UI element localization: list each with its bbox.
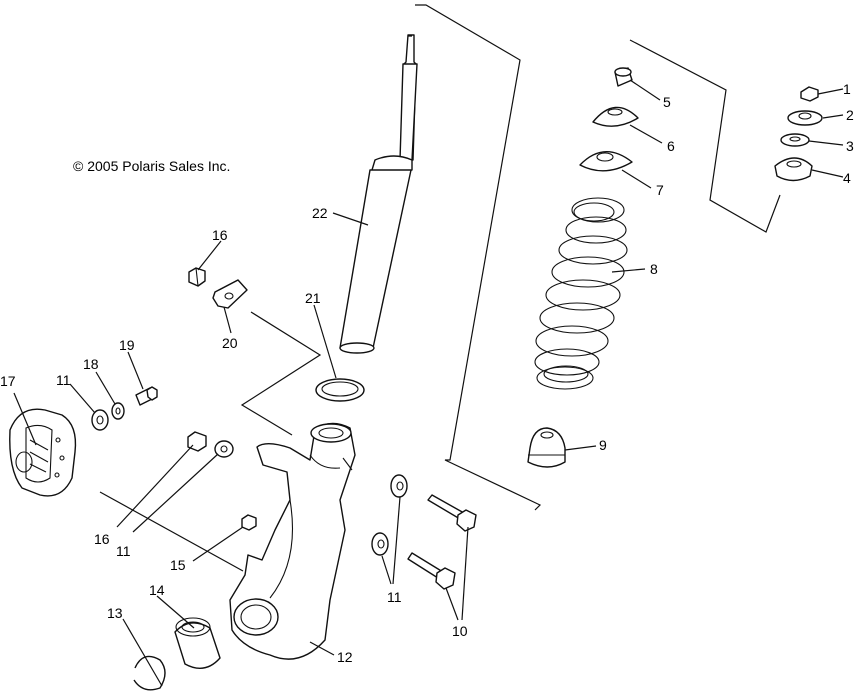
coil-spring — [534, 197, 628, 390]
seal-ring — [315, 378, 365, 402]
callout-3: 3 — [846, 138, 854, 154]
callout-16-upper: 16 — [212, 227, 228, 243]
small-nut — [241, 514, 257, 531]
callout-13: 13 — [107, 605, 123, 621]
callout-11-left: 11 — [56, 372, 71, 388]
steering-knuckle — [229, 422, 356, 660]
nut-upper — [188, 267, 206, 287]
assembly-guide-lines — [99, 4, 781, 572]
callout-16-lower: 16 — [94, 531, 110, 547]
callout-15: 15 — [170, 557, 186, 573]
callout-4: 4 — [843, 170, 851, 186]
bump-stop — [527, 427, 566, 468]
callout-17: 17 — [0, 373, 16, 389]
wheel-bearing — [174, 617, 221, 670]
small-hardware-stack — [774, 86, 823, 182]
callout-18: 18 — [83, 356, 99, 372]
top-mount-parts — [579, 67, 639, 172]
caliper-hardware — [91, 386, 158, 431]
callout-9: 9 — [599, 437, 607, 453]
clip-bracket — [212, 279, 248, 309]
leader-lines — [13, 79, 844, 687]
copyright-text: © 2005 Polaris Sales Inc. — [73, 158, 230, 174]
callout-1: 1 — [843, 81, 851, 97]
nut-lower-and-washer — [187, 431, 234, 458]
callout-labels: 1 2 3 4 5 6 7 8 9 10 11 11 11 12 13 14 1… — [0, 81, 854, 665]
callout-12: 12 — [337, 649, 353, 665]
callout-10: 10 — [452, 623, 468, 639]
callout-21: 21 — [305, 290, 321, 306]
callout-11-middle: 11 — [116, 543, 131, 559]
bolts — [407, 494, 477, 590]
callout-19: 19 — [119, 337, 135, 353]
callout-7: 7 — [656, 182, 664, 198]
callout-22: 22 — [312, 205, 328, 221]
callout-5: 5 — [663, 94, 671, 110]
callout-8: 8 — [650, 261, 658, 277]
callout-11-right: 11 — [387, 589, 402, 605]
shock-absorber — [339, 34, 418, 354]
brake-caliper — [9, 408, 77, 497]
snap-ring — [133, 655, 166, 691]
callout-20: 20 — [222, 335, 238, 351]
callout-6: 6 — [667, 138, 675, 154]
callout-14: 14 — [149, 582, 165, 598]
washers-right — [371, 474, 408, 556]
callout-2: 2 — [846, 107, 854, 123]
